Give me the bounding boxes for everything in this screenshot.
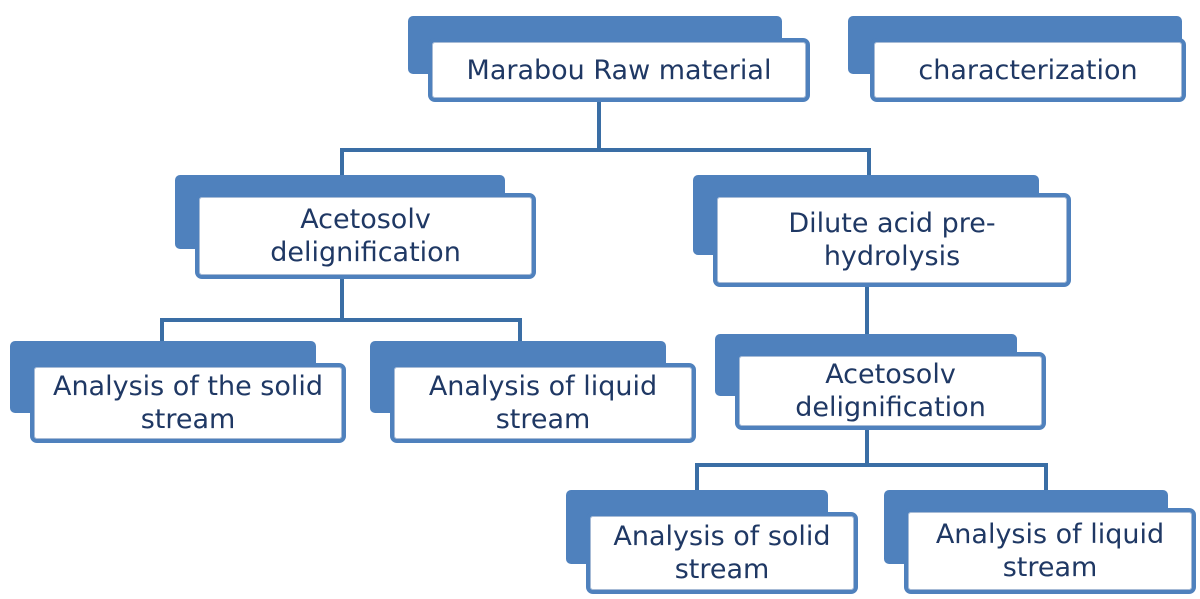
node-left-solid: Analysis of the solid stream — [10, 341, 346, 443]
connector-acetosolv-right-down — [865, 430, 869, 465]
connector-left-bar — [160, 318, 522, 322]
connector-to-dilute-acid — [867, 148, 871, 178]
node-root: Marabou Raw material — [408, 16, 810, 102]
connector-to-right-solid — [695, 463, 699, 493]
node-dilute-acid: Dilute acid pre-hydrolysis — [693, 175, 1071, 287]
node-left-liquid: Analysis of liquid stream — [370, 341, 696, 443]
connector-root-down — [597, 100, 601, 150]
node-right-solid-label: Analysis of solid stream — [586, 512, 858, 594]
node-right-liquid: Analysis of liquid stream — [884, 490, 1196, 594]
node-left-liquid-label: Analysis of liquid stream — [390, 363, 696, 443]
node-acetosolv-right: Acetosolv delignification — [715, 334, 1046, 430]
connector-to-left-solid — [160, 318, 164, 344]
node-root-label: Marabou Raw material — [428, 38, 810, 102]
node-right-liquid-label: Analysis of liquid stream — [904, 508, 1196, 594]
connector-to-right-liquid — [1044, 463, 1048, 493]
connector-level1-bar — [340, 148, 871, 152]
connector-to-left-liquid — [518, 318, 522, 344]
node-acetosolv-left: Acetosolv delignification — [175, 175, 536, 279]
node-acetosolv-left-label: Acetosolv delignification — [195, 193, 536, 279]
node-right-solid: Analysis of solid stream — [566, 490, 858, 594]
connector-right-bar — [695, 463, 1048, 467]
node-characterization: characterization — [848, 16, 1188, 102]
connector-to-acetosolv-left — [340, 148, 344, 178]
connector-acetosolv-left-down — [340, 276, 344, 321]
node-left-solid-label: Analysis of the solid stream — [30, 363, 346, 443]
node-dilute-acid-label: Dilute acid pre-hydrolysis — [713, 193, 1071, 287]
connector-dilute-to-acetosolv — [865, 284, 869, 336]
node-characterization-label: characterization — [870, 38, 1186, 102]
node-acetosolv-right-label: Acetosolv delignification — [735, 352, 1046, 430]
